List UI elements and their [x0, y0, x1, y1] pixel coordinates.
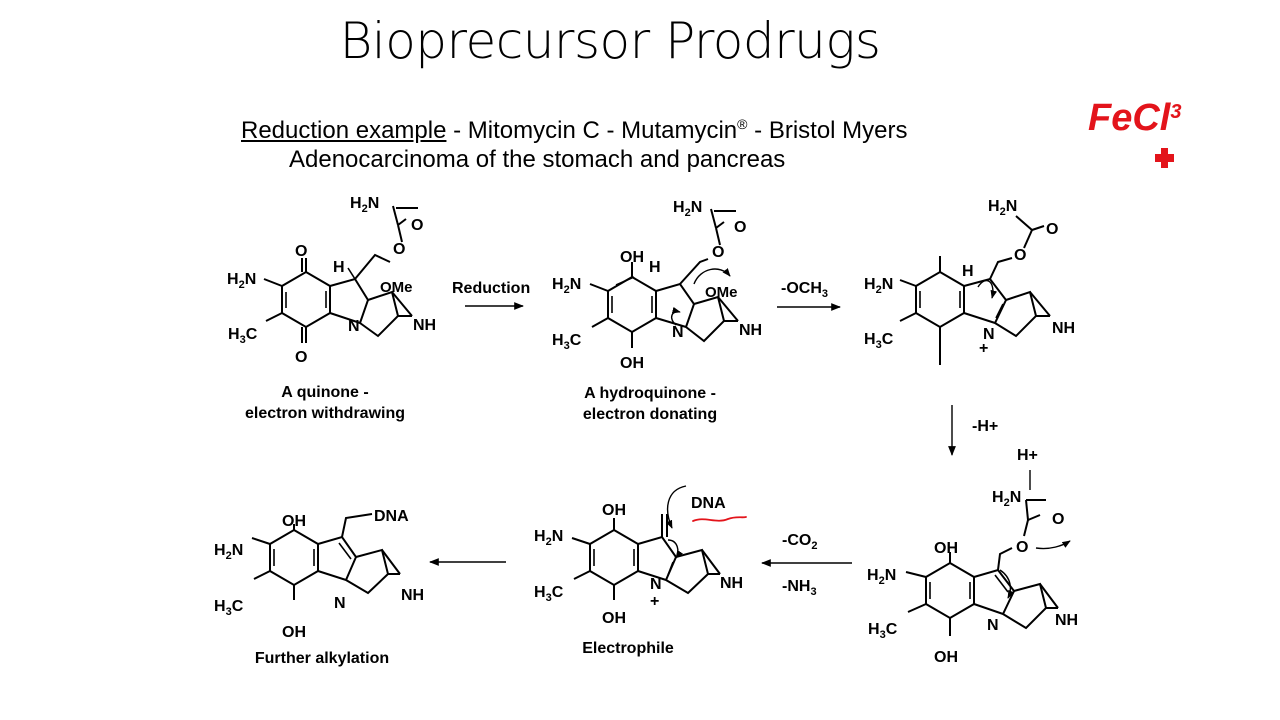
atom-oh: OH: [282, 624, 306, 641]
molecule-hydroquinone: H2N O O OH OH H OMe H2N H3C N NH: [552, 199, 762, 372]
atom-o: O: [1016, 539, 1028, 556]
subtitle-company: - Bristol Myers: [747, 117, 908, 144]
atom-oh: OH: [934, 540, 958, 557]
step-reduction: Reduction: [452, 280, 530, 297]
molecule-leuco: H+ H2N O O OH OH H2N H3C N NH: [867, 447, 1078, 666]
step-loss-och3: -OCH3: [781, 280, 828, 300]
atom-o: O: [295, 243, 307, 260]
atom-oh: OH: [602, 610, 626, 627]
charge-plus: +: [650, 593, 659, 610]
atom-n: N: [334, 595, 346, 612]
atom-n: N: [983, 326, 995, 343]
atom-h: H: [962, 263, 974, 280]
atom-h2n: H2N: [350, 195, 379, 215]
charge-plus: +: [979, 340, 988, 357]
atom-n: N: [650, 576, 662, 593]
atom-nh: NH: [720, 575, 743, 592]
atom-o: O: [734, 219, 746, 236]
red-plus-icon: [1155, 148, 1174, 168]
atom-h2n: H2N: [534, 528, 563, 548]
step-loss-co2: -CO2: [782, 532, 817, 552]
atom-o: O: [295, 349, 307, 366]
atom-h2n: H2N: [988, 198, 1017, 218]
atom-n: N: [348, 318, 360, 335]
atom-o: O: [1052, 511, 1064, 528]
atom-o: O: [411, 217, 423, 234]
atom-nh: NH: [1055, 612, 1078, 629]
caption-hydroquinone-1: A hydroquinone -: [584, 385, 716, 402]
dna-underline: [692, 516, 747, 522]
caption-quinone-1: A quinone -: [281, 384, 368, 401]
atom-nh: NH: [1052, 320, 1075, 337]
atom-oh: OH: [620, 355, 644, 372]
molecule-alkylated: OH OH DNA H2N H3C N NH: [214, 508, 424, 641]
label-dna: DNA: [691, 495, 726, 512]
atom-n: N: [672, 324, 684, 341]
atom-h: H: [333, 259, 345, 276]
atom-oh: OH: [282, 513, 306, 530]
subtitle-underlined: Reduction example: [241, 117, 447, 144]
atom-h2n: H2N: [214, 542, 243, 562]
atom-h2n: H2N: [673, 199, 702, 219]
atom-ome: OMe: [705, 284, 738, 301]
atom-h3c: H3C: [228, 326, 258, 346]
registered-mark: ®: [737, 116, 748, 132]
step-loss-h: -H+: [972, 418, 998, 435]
atom-h-plus: H+: [1017, 447, 1038, 464]
atom-h2n: H2N: [867, 567, 896, 587]
atom-n: N: [987, 617, 999, 634]
caption-hydroquinone-2: electron donating: [583, 406, 717, 423]
ink-annotations: FeCl3: [692, 97, 1181, 522]
atom-h3c: H3C: [868, 621, 898, 641]
caption-electrophile: Electrophile: [582, 640, 674, 657]
caption-further-alkylation: Further alkylation: [255, 650, 389, 667]
caption-quinone-2: electron withdrawing: [245, 405, 405, 422]
atom-o: O: [1014, 247, 1026, 264]
atom-oh: OH: [602, 502, 626, 519]
subtitle-drug: - Mitomycin C - Mutamycin: [446, 117, 738, 144]
atom-nh: NH: [413, 317, 436, 334]
atom-h2n: H2N: [227, 271, 256, 291]
atom-oh: OH: [934, 649, 958, 666]
slide-title: Bioprecursor Prodrugs: [339, 12, 881, 70]
atom-h3c: H3C: [534, 584, 564, 604]
step-loss-nh3: -NH3: [782, 578, 817, 598]
atom-ome: OMe: [380, 279, 413, 296]
atom-h: H: [649, 259, 661, 276]
atom-h3c: H3C: [214, 598, 244, 618]
subtitle-line-1: Reduction example - Mitomycin C - Mutamy…: [241, 116, 908, 145]
atom-nh: NH: [401, 587, 424, 604]
subtitle-line-2: Adenocarcinoma of the stomach and pancre…: [289, 146, 786, 173]
atom-oh: OH: [620, 249, 644, 266]
handwritten-note: FeCl3: [1088, 97, 1181, 139]
atom-h3c: H3C: [864, 331, 894, 351]
molecule-quinone: H2N O O O O H OMe H2N H3C N NH: [227, 195, 436, 366]
atom-h2n: H2N: [552, 276, 581, 296]
molecule-electrophile: OH OH H2N H3C N + NH DNA: [534, 485, 743, 627]
atom-h2n: H2N: [864, 276, 893, 296]
atom-o: O: [712, 244, 724, 261]
atom-o: O: [1046, 221, 1058, 238]
atom-o: O: [393, 241, 405, 258]
label-dna: DNA: [374, 508, 409, 525]
molecule-iminium: H2N O O H H2N H3C N + NH: [864, 198, 1075, 365]
atom-h3c: H3C: [552, 332, 582, 352]
atom-h2n: H2N: [992, 489, 1021, 509]
atom-nh: NH: [739, 322, 762, 339]
